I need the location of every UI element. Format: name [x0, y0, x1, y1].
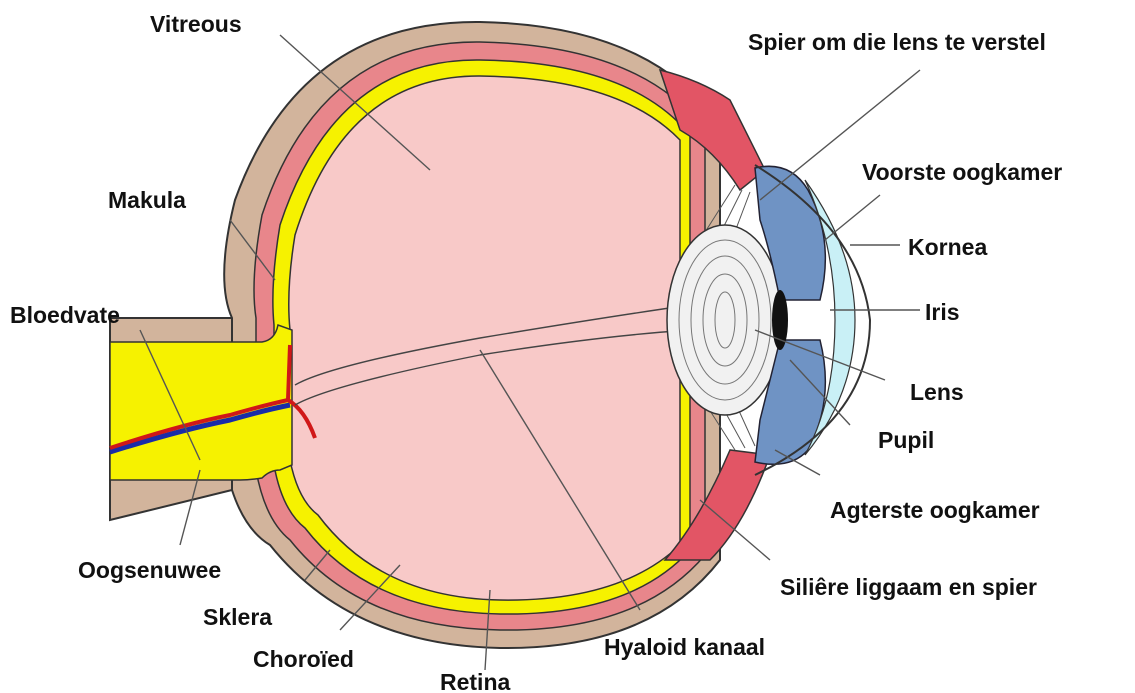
label-choroid: Choroïed — [253, 646, 354, 672]
label-posterior-chamber: Agterste oogkamer — [830, 497, 1040, 523]
label-ciliary-body: Siliêre liggaam en spier — [780, 574, 1037, 600]
label-lens: Lens — [910, 379, 964, 405]
label-retina: Retina — [440, 669, 511, 693]
label-anterior-chamber: Voorste oogkamer — [862, 159, 1062, 185]
vitreous-body — [289, 76, 680, 600]
label-macula: Makula — [108, 187, 186, 213]
label-ciliary-muscle: Spier om die lens te verstel — [748, 29, 1046, 55]
label-hyaloid-canal: Hyaloid kanaal — [604, 634, 765, 660]
label-iris: Iris — [925, 299, 960, 325]
label-vitreous: Vitreous — [150, 11, 242, 37]
pupil-opening — [772, 290, 788, 350]
label-sclera: Sklera — [203, 604, 272, 630]
lens-shape — [667, 225, 783, 415]
label-blood-vessels: Bloedvate — [10, 302, 120, 328]
label-pupil: Pupil — [878, 427, 934, 453]
optic-nerve-core — [110, 325, 292, 480]
label-cornea: Kornea — [908, 234, 987, 260]
label-optic-nerve: Oogsenuwee — [78, 557, 221, 583]
